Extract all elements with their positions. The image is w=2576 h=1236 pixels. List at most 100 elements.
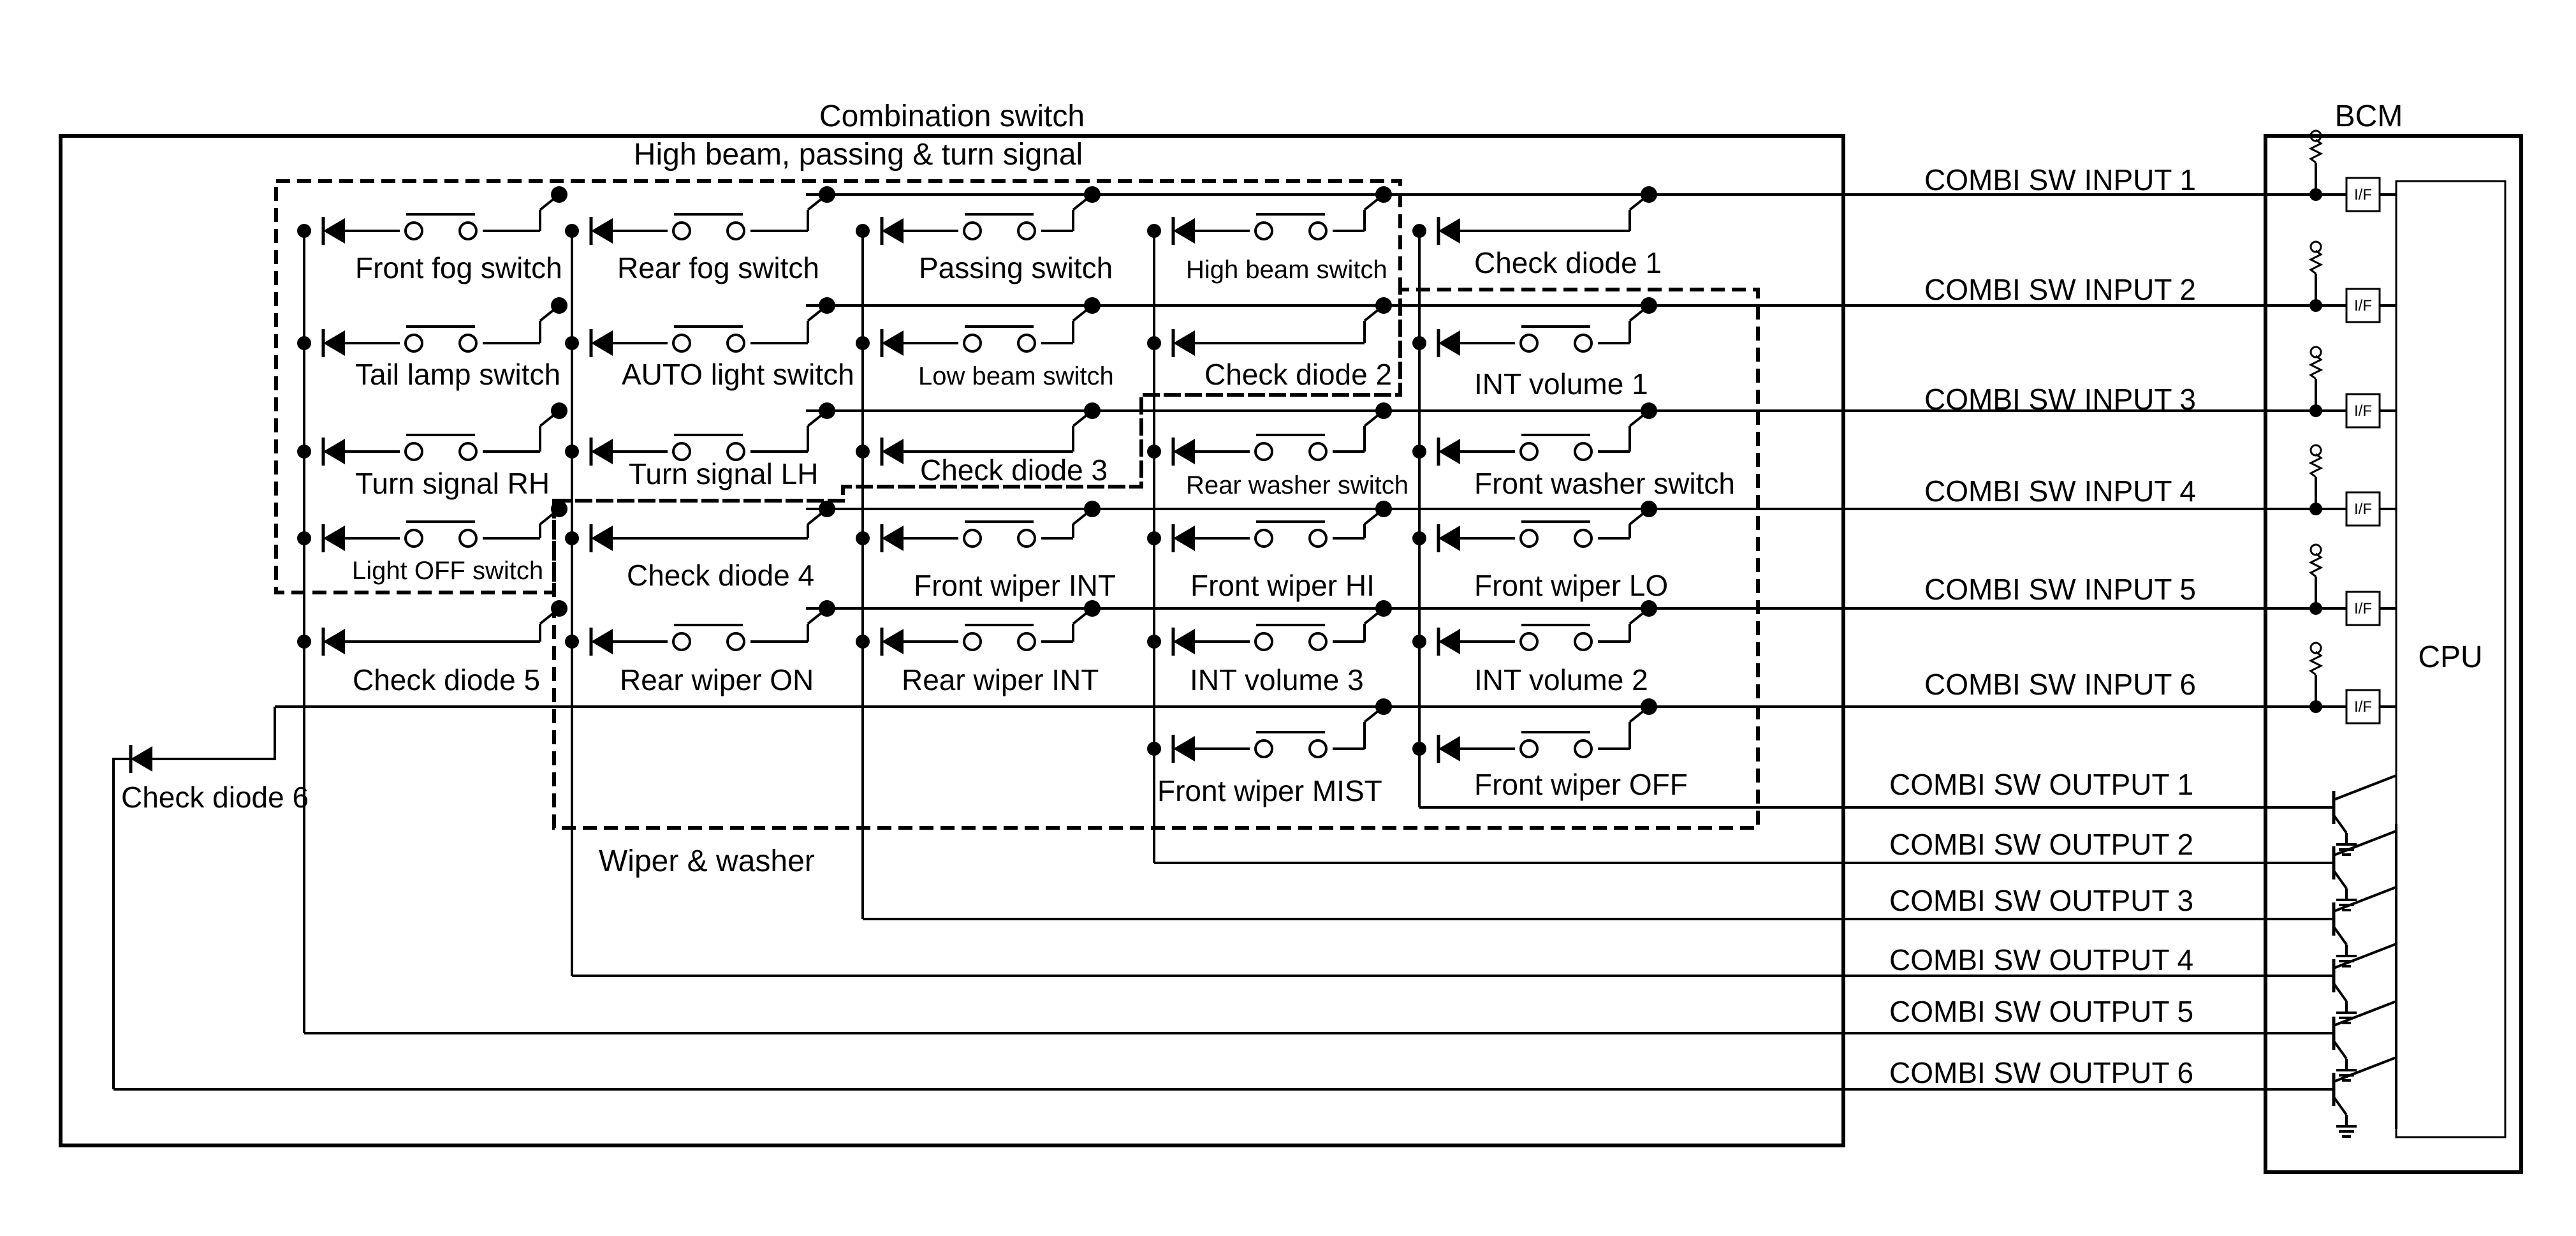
junction-dot: [1084, 297, 1101, 314]
rear-wiper-int-label: Rear wiper INT: [902, 663, 1099, 696]
junction-dot: [1084, 186, 1101, 203]
junction-dot: [565, 445, 579, 459]
switch-contact: [1519, 739, 1539, 758]
junction-dot: [1641, 600, 1657, 617]
power-terminal: [2309, 444, 2322, 457]
junction-dot: [1147, 445, 1161, 459]
transistor-emitter: [2332, 982, 2348, 1003]
diode-symbol: [323, 218, 345, 244]
combination-switch-box: [59, 134, 1845, 1147]
junction-dot: [1147, 635, 1161, 649]
switch-contact: [963, 334, 982, 353]
int-volume-3-label: INT volume 3: [1190, 663, 1364, 696]
light-off-switch-label: Light OFF switch: [352, 557, 543, 585]
transistor-collector: [2333, 1000, 2397, 1027]
switch-contact: [672, 221, 691, 240]
junction-dot: [1412, 445, 1426, 459]
combi-sw-output-3-label: COMBI SW OUTPUT 3: [1889, 884, 2193, 917]
front-wiper-mist-label: Front wiper MIST: [1157, 774, 1382, 807]
switch-contact: [1308, 442, 1328, 461]
switch-contact: [1574, 739, 1593, 758]
transistor-collector: [2333, 886, 2397, 913]
power-terminal: [2309, 240, 2322, 253]
junction-dot: [1084, 600, 1101, 617]
transistor-collector: [2333, 1056, 2397, 1083]
junction-dot: [297, 635, 311, 649]
junction-dot: [819, 501, 835, 517]
switch-contact: [1519, 529, 1539, 548]
rear-wiper-on-label: Rear wiper ON: [620, 663, 814, 696]
power-terminal: [2309, 642, 2322, 654]
diode-symbol: [882, 439, 904, 464]
switch-contact: [1519, 334, 1539, 353]
junction-dot: [1412, 635, 1426, 649]
combination-switch-title: Combination switch: [819, 99, 1085, 133]
junction-dot: [565, 224, 579, 238]
junction-dot: [1412, 531, 1426, 545]
switch-contact: [726, 334, 745, 353]
if-block-label: I/F: [2354, 600, 2372, 617]
diode-symbol: [323, 439, 345, 464]
junction-dot: [551, 402, 567, 419]
switch-contact: [963, 632, 982, 651]
transistor-emitter: [2332, 814, 2348, 834]
junction-dot: [1147, 224, 1161, 238]
switch-contact: [1017, 334, 1036, 353]
front-wiper-hi-label: Front wiper HI: [1190, 569, 1375, 602]
cpu-label: CPU: [2418, 640, 2482, 674]
switch-contact: [726, 221, 745, 240]
switch-contact: [1574, 632, 1593, 651]
check-diode-5-label: Check diode 5: [353, 663, 540, 696]
transistor-collector: [2333, 774, 2397, 801]
switch-contact: [404, 334, 423, 353]
junction-dot: [1412, 336, 1426, 350]
junction-dot: [1375, 402, 1392, 419]
diode-symbol: [591, 526, 613, 551]
junction-dot: [1375, 600, 1392, 617]
diode-symbol: [882, 526, 904, 551]
front-wiper-int-label: Front wiper INT: [914, 569, 1116, 602]
combi-sw-output-2-label: COMBI SW OUTPUT 2: [1889, 828, 2193, 861]
turn-signal-lh-label: Turn signal LH: [629, 457, 818, 490]
pull-up-resistor: [2308, 138, 2324, 164]
switch-contact: [1574, 442, 1593, 461]
power-terminal: [2309, 129, 2322, 142]
switch-contact: [1254, 632, 1273, 651]
junction-dot: [1412, 742, 1426, 756]
passing-switch-label: Passing switch: [919, 251, 1113, 284]
combi-sw-input-1-label: COMBI SW INPUT 1: [1924, 163, 2196, 196]
switch-contact: [1308, 739, 1328, 758]
diode-symbol: [1438, 629, 1460, 654]
switch-contact: [404, 442, 423, 461]
front-washer-switch-label: Front washer switch: [1474, 467, 1735, 500]
switch-contact: [1519, 632, 1539, 651]
combi-sw-input-4-label: COMBI SW INPUT 4: [1924, 475, 2196, 508]
transistor-collector: [2333, 830, 2397, 857]
high-beam-switch-label: High beam switch: [1186, 256, 1387, 284]
wiper-group-label: Wiper & washer: [599, 844, 815, 878]
diode-symbol: [591, 218, 613, 244]
junction-dot: [1375, 698, 1392, 715]
check-diode-1-label: Check diode 1: [1474, 246, 1662, 279]
diode-symbol: [1438, 439, 1460, 464]
circuit-elements: I/FI/FI/FI/FI/FI/F: [112, 129, 2397, 1138]
tail-lamp-switch-label: Tail lamp switch: [355, 358, 560, 391]
diode-symbol: [1438, 330, 1460, 356]
check-diode-6-label: Check diode 6: [121, 781, 309, 814]
wiper-group-outline: [552, 288, 1760, 830]
switch-contact: [726, 442, 745, 461]
switch-contact: [1017, 529, 1036, 548]
switch-contact: [458, 334, 478, 353]
switch-contact: [458, 529, 478, 548]
diode-symbol: [591, 330, 613, 356]
diode-symbol: [1173, 736, 1195, 761]
if-block-label: I/F: [2354, 698, 2372, 716]
switch-contact: [404, 221, 423, 240]
junction-dot: [297, 445, 311, 459]
check-diode-2-label: Check diode 2: [1204, 358, 1392, 391]
if-block-label: I/F: [2354, 501, 2372, 518]
junction-dot: [856, 445, 870, 459]
diode-symbol: [323, 526, 345, 551]
if-block-label: I/F: [2354, 402, 2372, 420]
junction-dot: [1641, 297, 1657, 314]
